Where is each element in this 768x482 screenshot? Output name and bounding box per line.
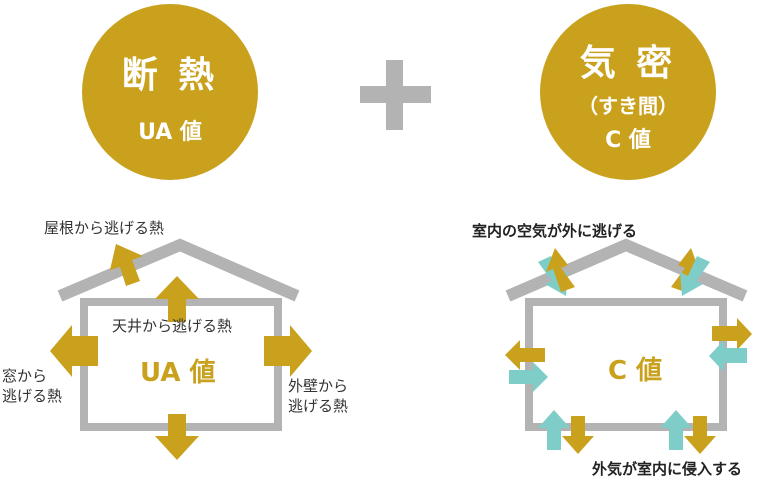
house-outline-right: [505, 238, 748, 431]
air-escape-label: 室内の空気が外に逃げる: [472, 222, 638, 240]
ua-center-label: UA 値: [140, 358, 216, 388]
window-heat-label-2: 逃げる熱: [2, 387, 63, 405]
c-value-label: C 値: [605, 128, 651, 153]
wall-heat-label-2: 逃げる熱: [288, 397, 349, 415]
gap-label: （すき間）: [578, 94, 678, 118]
wall-heat-label-1: 外壁から: [288, 377, 349, 395]
air-arrows: [505, 248, 752, 454]
ceiling-heat-label: 天井から逃げる熱: [112, 317, 233, 335]
insulation-title: 断 熱: [121, 55, 219, 96]
air-infiltration-label: 外気が室内に侵入する: [592, 460, 743, 478]
plus-icon: [360, 60, 431, 130]
heat-arrows: [50, 244, 312, 460]
insulation-circle: 断 熱 UA 値: [82, 4, 258, 180]
roof-heat-label: 屋根から逃げる熱: [44, 219, 165, 237]
airtightness-title: 気 密: [579, 43, 677, 84]
c-center-label: C 値: [608, 356, 663, 386]
ua-value-label: UA 値: [138, 120, 202, 145]
airtightness-circle: 気 密 （すき間） C 値: [540, 4, 716, 180]
window-heat-label-1: 窓から: [2, 367, 48, 385]
